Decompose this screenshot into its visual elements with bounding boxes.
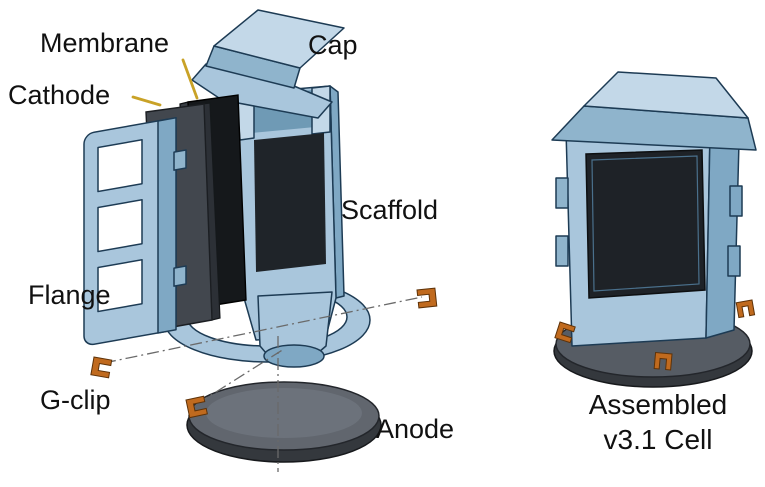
scaffold-part	[235, 85, 345, 368]
assembled-caption-line2: v3.1 Cell	[603, 424, 713, 455]
assembled-rib	[555, 177, 569, 209]
assembled-rib	[727, 245, 741, 277]
assembled-caption: Assembled v3.1 Cell	[558, 387, 758, 457]
assembled-view	[551, 71, 757, 388]
label-membrane: Membrane	[40, 28, 170, 58]
label-anode: Anode	[376, 414, 455, 444]
assembled-body	[555, 129, 743, 347]
scaffold-opening	[254, 133, 326, 272]
assembled-gclips	[554, 299, 756, 371]
label-scaffold: Scaffold	[341, 195, 439, 225]
anode-part	[186, 381, 382, 463]
assembled-cap	[551, 71, 757, 151]
gclip-part	[90, 287, 438, 419]
assembled-rib	[729, 185, 743, 217]
flange-part	[83, 117, 187, 346]
cap-top-face	[213, 9, 345, 69]
label-cap: Cap	[308, 30, 358, 60]
leader-lines	[131, 58, 199, 107]
label-flange: Flange	[28, 280, 111, 310]
exploded-view	[83, 9, 438, 472]
flange-tab	[173, 265, 187, 287]
label-cathode: Cathode	[8, 80, 111, 110]
flange-tab	[173, 149, 187, 171]
label-g-clip: G-clip	[40, 385, 111, 415]
cathode-leader	[131, 95, 162, 107]
centerline	[103, 296, 423, 472]
cap-part	[191, 9, 345, 119]
assembled-caption-line1: Assembled	[588, 389, 728, 420]
assembled-window	[585, 149, 706, 299]
assembled-rib	[555, 235, 569, 267]
membrane-leader	[181, 58, 199, 100]
